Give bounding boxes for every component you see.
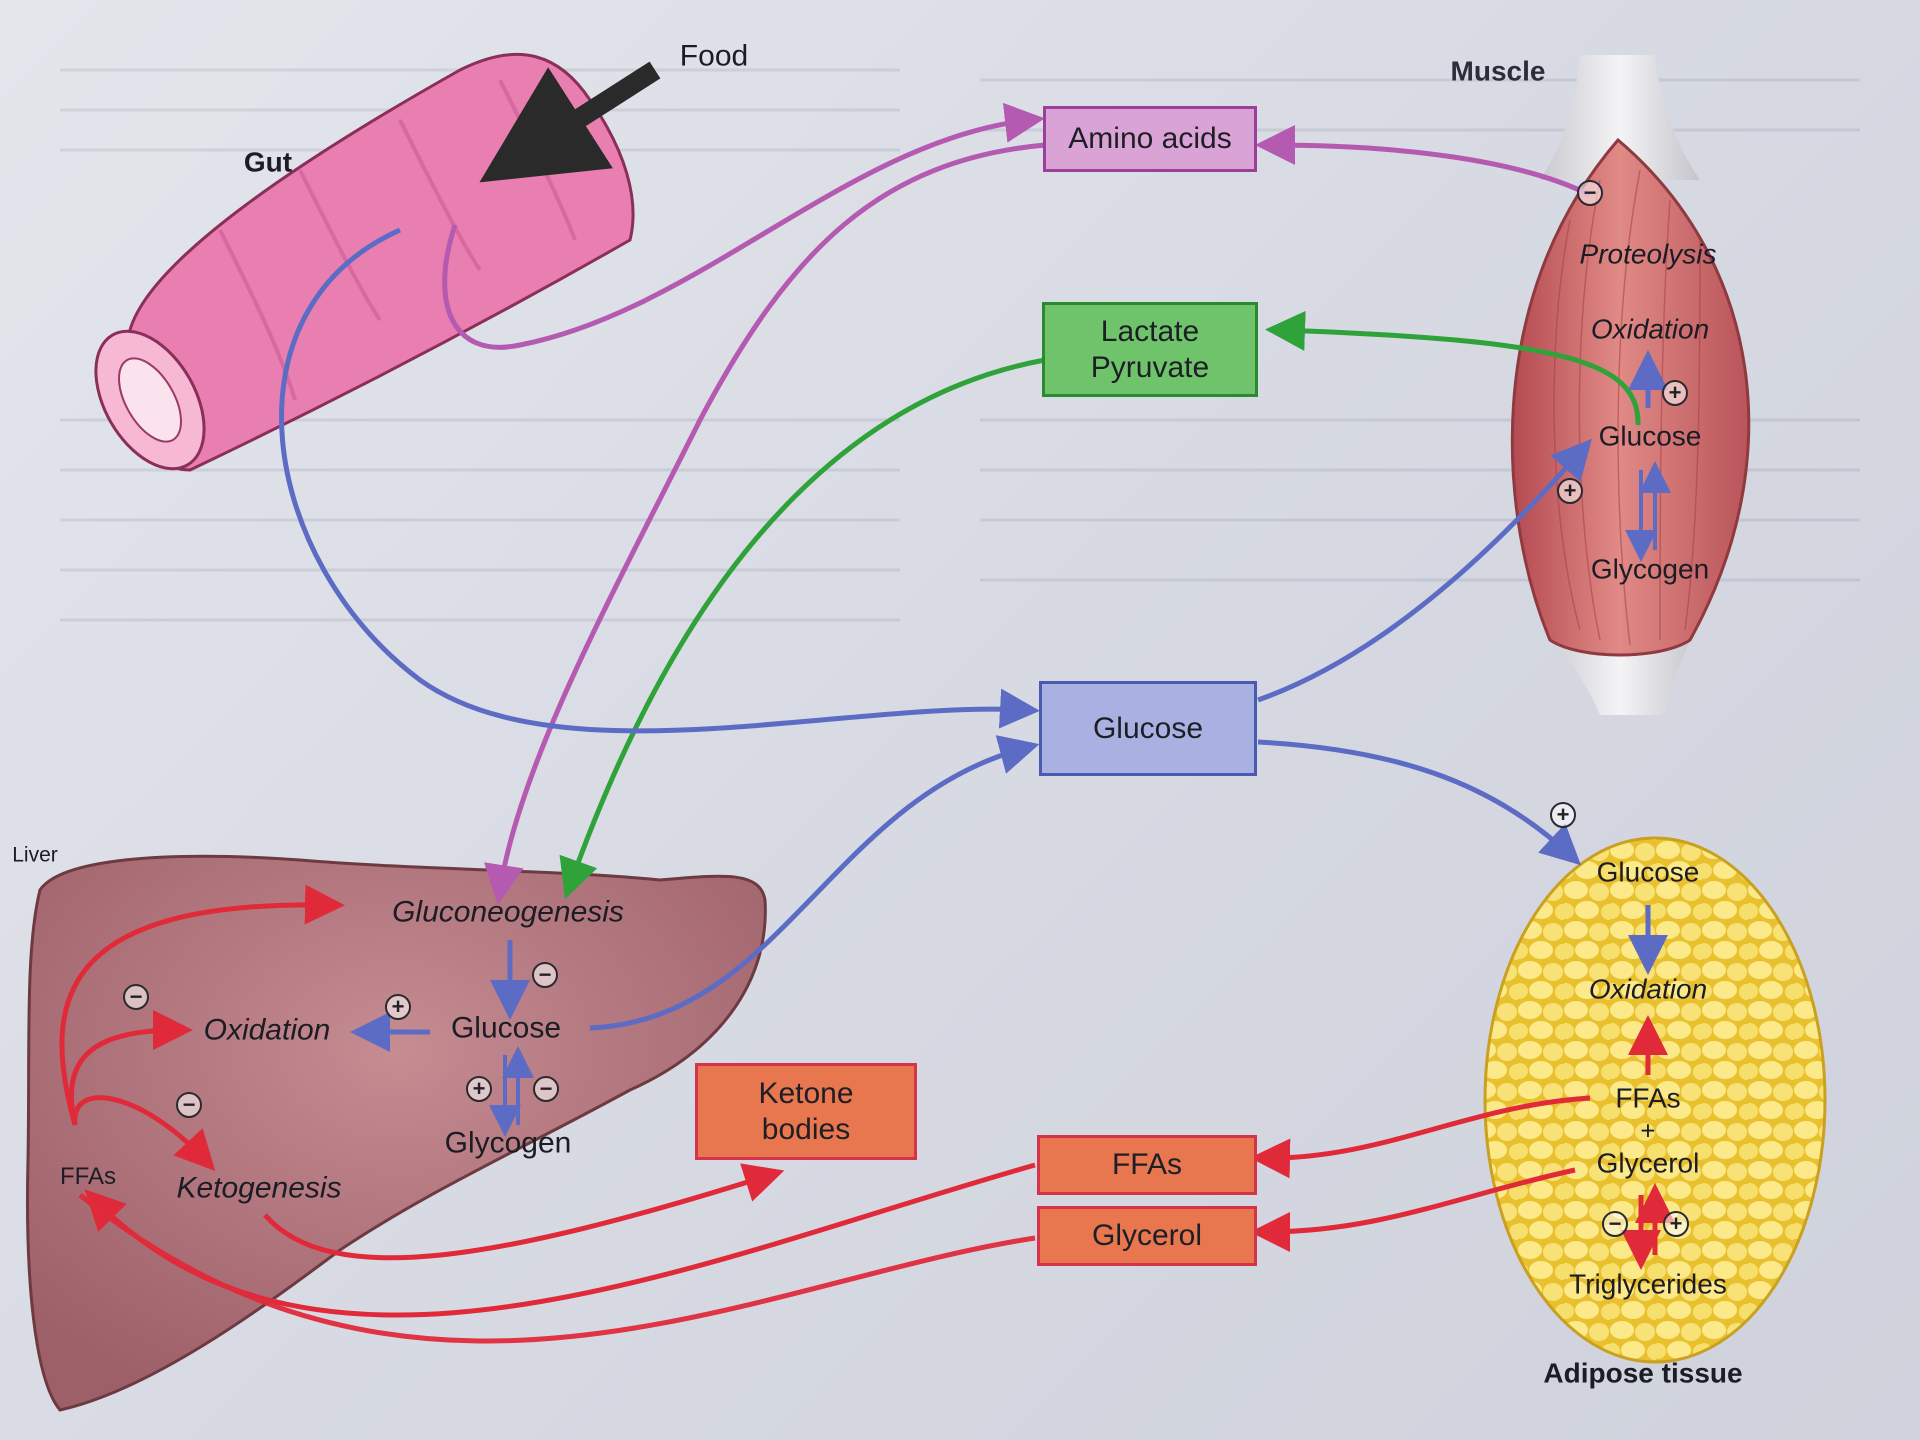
adipose-glycerol-label: Glycerol [1597,1149,1700,1180]
plus-sign-glycogenesis: + [466,1076,492,1102]
adipose-ffas-label: FFAs [1615,1084,1680,1115]
muscle-proteolysis-label: Proteolysis [1580,240,1717,271]
amino-acids-label: Amino acids [1068,121,1231,157]
liver-glycogen-label: Glycogen [445,1127,572,1160]
minus-sign-glycogenolysis: − [533,1076,559,1102]
ffas-box-label: FFAs [1112,1147,1182,1183]
pyruvate-label: Pyruvate [1091,350,1209,386]
gut-illustration [74,54,634,487]
liver-label: Liver [12,843,58,866]
lactate-arrows [570,330,1638,885]
minus-sign-gluconeogenesis: − [532,962,558,988]
minus-sign-ketogenesis: − [176,1092,202,1118]
muscle-illustration [1512,55,1748,715]
liver-oxidation-label: Oxidation [204,1014,331,1047]
adipose-oxidation-label: Oxidation [1589,975,1707,1006]
ketone-label-line2: bodies [762,1112,850,1148]
liver-ffas-label: FFAs [60,1164,116,1190]
lactate-label: Lactate [1101,314,1199,350]
adipose-glucose-label: Glucose [1597,858,1700,889]
gut-label: Gut [244,148,292,179]
ffas-box: FFAs [1037,1135,1257,1195]
minus-sign-liver-ffa-oxidation: − [123,984,149,1010]
glycerol-box-label: Glycerol [1092,1218,1202,1254]
amino-acids-box: Amino acids [1043,106,1257,172]
plus-sign-muscle-uptake: + [1557,478,1583,504]
muscle-glucose-label: Glucose [1599,422,1702,453]
plus-sign-lipogenesis: + [1663,1211,1689,1237]
lactate-pyruvate-box: Lactate Pyruvate [1042,302,1258,397]
plus-sign-adipose-uptake: + [1550,802,1576,828]
food-label: Food [680,40,748,73]
plus-sign-liver-oxidation: + [385,994,411,1020]
muscle-oxidation-label: Oxidation [1591,315,1709,346]
adipose-triglycerides-label: Triglycerides [1569,1270,1727,1301]
muscle-glycogen-label: Glycogen [1591,555,1709,586]
ketone-bodies-box: Ketone bodies [695,1063,917,1160]
minus-sign-lipolysis: − [1602,1211,1628,1237]
liver-gluconeogenesis-label: Gluconeogenesis [392,896,624,929]
liver-ketogenesis-label: Ketogenesis [176,1172,341,1205]
liver-glucose-label: Glucose [451,1012,561,1045]
glycerol-box: Glycerol [1037,1206,1257,1266]
adipose-plus-symbol: + [1640,1117,1655,1146]
minus-sign-proteolysis: − [1577,180,1603,206]
glucose-box: Glucose [1039,681,1257,776]
plus-sign-muscle-oxidation: + [1662,380,1688,406]
ketone-label-line1: Ketone [758,1076,853,1112]
adipose-label: Adipose tissue [1543,1359,1742,1390]
muscle-label: Muscle [1451,57,1546,88]
glucose-box-label: Glucose [1093,711,1203,747]
